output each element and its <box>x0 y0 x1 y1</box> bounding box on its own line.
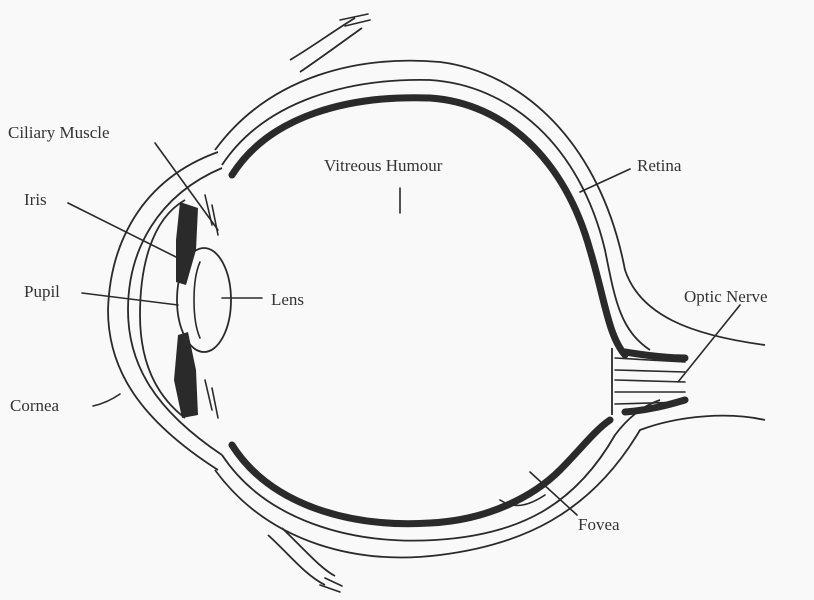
label-optic-nerve: Optic Nerve <box>684 287 768 306</box>
muscle-bottom <box>268 528 342 592</box>
lens-inner <box>194 262 200 338</box>
label-cornea: Cornea <box>10 396 60 415</box>
optic-nerve-leader <box>678 305 740 382</box>
cornea-leader <box>93 394 120 406</box>
pupil-leader <box>82 293 178 305</box>
iris-leader <box>68 203 186 262</box>
label-fovea: Fovea <box>578 515 620 534</box>
muscle-top <box>290 14 370 72</box>
label-pupil: Pupil <box>24 282 60 301</box>
iris-lower <box>174 332 198 418</box>
retina-leader <box>580 169 630 192</box>
cornea-inner <box>128 168 222 455</box>
retina-layer-lower <box>232 420 610 524</box>
lens <box>177 248 231 352</box>
cornea-outer <box>108 152 218 470</box>
iris-upper <box>176 202 198 285</box>
sclera <box>215 61 765 558</box>
label-vitreous-humour: Vitreous Humour <box>324 156 443 175</box>
label-iris: Iris <box>24 190 47 209</box>
label-ciliary-muscle: Ciliary Muscle <box>8 123 110 142</box>
label-lens: Lens <box>271 290 304 309</box>
label-retina: Retina <box>637 156 682 175</box>
